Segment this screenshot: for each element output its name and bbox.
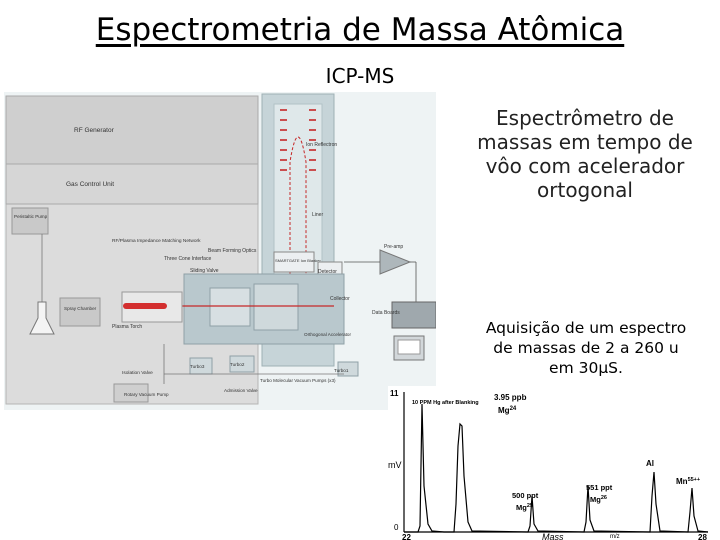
sample-flask-icon [29, 301, 55, 335]
spectrum-trace [404, 403, 709, 533]
mg25-conc-label: 500 ppt [512, 491, 539, 500]
peristaltic-pump-box [11, 207, 49, 235]
mg26-conc-label: 551 ppt [586, 483, 613, 492]
spray-chamber-label: Spray Chamber [64, 306, 97, 311]
y-axis-label: mV [388, 460, 402, 470]
rf-generator-label: RF Generator [74, 127, 115, 134]
data-boards-icon [391, 301, 436, 329]
description-text: Espectrômetro de massas em tempo de vôo … [477, 106, 693, 202]
ion-reflectron-label: Ion Reflectron [306, 142, 337, 148]
mg24-conc-label: 3.95 ppb [494, 393, 527, 402]
mn-label: Mn55++ [676, 477, 700, 486]
turbo-molecular-label: Turbo Molecular Vacuum Pumps (x3) [260, 378, 336, 383]
sliding-valve-label: Sliding Valve [190, 268, 219, 274]
turbo1-label: Turbo1 [334, 368, 349, 373]
plasma-torch-label: Plasma Torch [112, 324, 142, 330]
orthogonal-acc-label: Orthogonal Accelerator [304, 332, 351, 337]
pre-amp-label: Pre-amp [384, 244, 403, 250]
detector-label: Detector [318, 269, 337, 275]
page-title: Espectrometria de Massa Atômica [95, 12, 625, 48]
page-subtitle: ICP-MS [325, 64, 395, 88]
acquisition-line-1: Aquisição de um espectro [485, 319, 687, 337]
gas-control-label: Gas Control Unit [66, 181, 114, 188]
acquisition-line-2: de massas de 2 a 260 u [493, 339, 679, 357]
rotary-pump-box [113, 383, 149, 403]
liner-label: Liner [312, 212, 323, 218]
acquisition-text: Aquisição de um espectro de massas de 2 … [462, 318, 710, 378]
turbo1-pump [337, 361, 359, 377]
turbo2-label: Turbo2 [230, 362, 245, 367]
mg24-label: Mg24 [498, 406, 517, 415]
rf-plasma-label: RF/Plasma Impedance Matching Network [112, 238, 201, 244]
turbo2-pump [229, 355, 255, 373]
three-cone-label: Three Cone Interface [164, 256, 211, 262]
mg26-label: Mg26 [590, 495, 607, 504]
smartgate-box [273, 251, 315, 273]
isolation-valve-label: Isolation Valve [122, 370, 153, 376]
collector-label: Collector [330, 296, 350, 302]
mg25-label: Mg25 [516, 503, 533, 512]
x-right-label: 28 [698, 533, 707, 540]
spray-chamber-box [59, 297, 101, 327]
ion-flight-path [289, 136, 307, 300]
rf-generator-box [5, 95, 259, 165]
reflectron-plates [280, 109, 316, 171]
turbo3-label: Turbo3 [190, 364, 205, 369]
al-label: Al [646, 459, 654, 468]
smartgate-label: SMARTGATE Ion Blanker [275, 258, 322, 263]
beam-forming-label: Beam Forming Optics [208, 248, 257, 254]
admission-valve-label: Admission Valve [224, 388, 258, 393]
mass-spectrum: 11 mV 0 22 Mass m/z 28 10 PPM Hg after B… [388, 386, 718, 540]
inset-label: 10 PPM Hg after Blanking [412, 400, 479, 406]
x-mass-label: Mass [542, 532, 564, 540]
icp-ms-diagram: RF Generator Gas Control Unit Ion Reflec… [4, 92, 436, 410]
peristaltic-pump-label: Peristaltic Pump [14, 214, 48, 219]
x-left-label: 22 [402, 533, 411, 540]
y-top-label: 11 [390, 389, 399, 398]
y-bottom-label: 0 [394, 523, 399, 532]
data-boards-label: Data Boards [372, 310, 400, 316]
gas-control-box [5, 163, 259, 205]
acquisition-line-3: em 30μS. [549, 359, 623, 377]
x-unit-label: m/z [610, 534, 620, 540]
rotary-pump-label: Rotary Vacuum Pump [124, 392, 169, 397]
